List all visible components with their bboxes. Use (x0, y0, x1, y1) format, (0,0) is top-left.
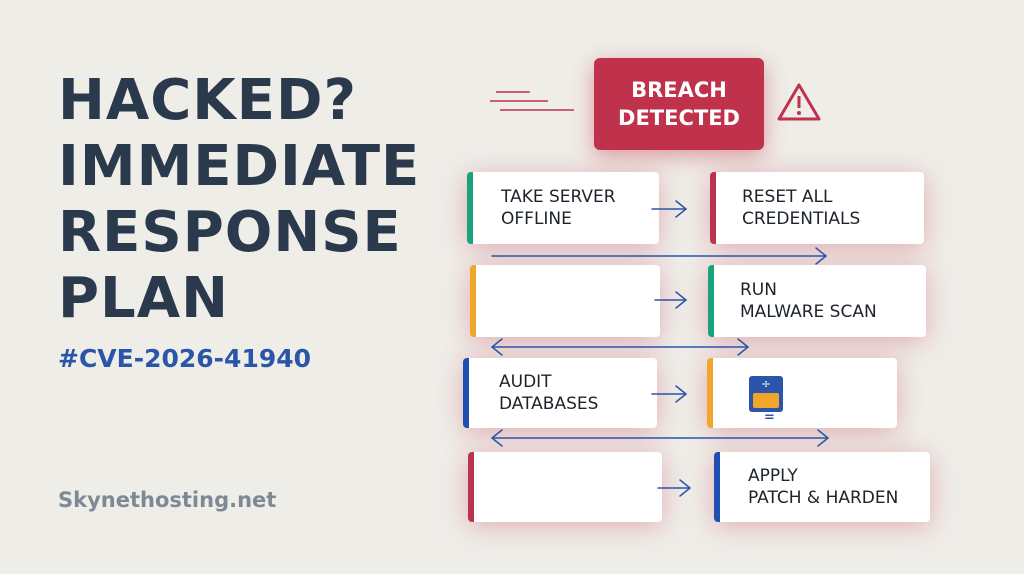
card-label-line-2: OFFLINE (501, 209, 572, 229)
card-label-line-2: CREDENTIALS (742, 209, 861, 229)
card-calculator: ÷ = (707, 358, 897, 428)
arrow-right-icon (657, 479, 691, 497)
calculator-icon: ÷ = (749, 376, 783, 424)
headline-line-2: IMMEDIATE (58, 134, 421, 199)
site-name: Skynethosting.net (58, 488, 277, 512)
card-reset-credentials: RESET ALL CREDENTIALS (710, 172, 924, 244)
card-label-line-1: TAKE SERVER (501, 187, 616, 207)
card-label-line-1: APPLY (748, 466, 798, 486)
cve-hashtag: #CVE-2026-41940 (58, 344, 312, 373)
double-arrow-icon (491, 338, 749, 356)
breach-detected-banner: BREACH DETECTED (594, 58, 764, 150)
headline-line-3: RESPONSE (58, 200, 402, 265)
card-run-malware-scan: RUN MALWARE SCAN (708, 265, 926, 337)
card-audit-databases: AUDIT DATABASES (463, 358, 657, 428)
breach-line-1: BREACH (631, 78, 727, 102)
card-blank-orange (470, 265, 660, 337)
card-label-line-2: MALWARE SCAN (740, 302, 877, 322)
double-arrow-icon (491, 429, 829, 447)
card-apply-patch: APPLY PATCH & HARDEN (714, 452, 930, 522)
card-blank-crimson (468, 452, 662, 522)
arrow-right-icon (651, 200, 687, 218)
headline-line-4: PLAN (58, 266, 229, 331)
card-label-line-2: PATCH & HARDEN (748, 488, 899, 508)
card-label-line-1: AUDIT (499, 372, 552, 392)
arrow-right-icon (491, 247, 827, 265)
headline: HACKED? IMMEDIATE RESPONSE PLAN (58, 68, 458, 332)
card-label-line-2: DATABASES (499, 394, 599, 414)
warning-triangle-icon (777, 83, 821, 121)
speed-lines-icon (490, 91, 574, 111)
card-take-server-offline: TAKE SERVER OFFLINE (467, 172, 659, 244)
card-label-line-1: RUN (740, 280, 777, 300)
headline-line-1: HACKED? (58, 68, 357, 133)
arrow-right-icon (654, 291, 687, 309)
breach-line-2: DETECTED (618, 106, 740, 130)
arrow-right-icon (651, 385, 687, 403)
card-label-line-1: RESET ALL (742, 187, 833, 207)
